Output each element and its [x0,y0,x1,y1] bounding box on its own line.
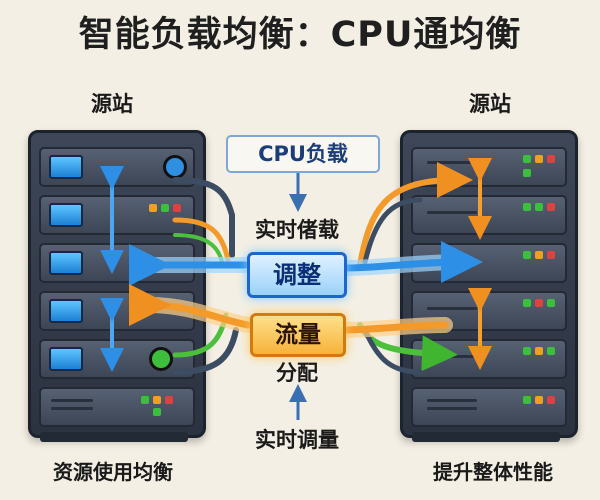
status-led-icon [523,396,531,404]
status-led-icon [153,396,161,404]
status-led-icon [161,204,169,212]
status-led-icon [149,204,157,212]
left-rack-label: 源站 [91,92,133,116]
cpu-load-box: CPU负载 [226,135,380,173]
status-led-icon [523,251,531,259]
realtime-load-label: 实时偖载 [255,218,339,242]
right-server-unit-6 [411,387,567,427]
status-led-icon [535,203,543,211]
status-led-icon [523,203,531,211]
distribution-label: 分配 [276,361,318,385]
status-led-icon [547,155,555,163]
vent-icon [427,211,477,214]
status-led-icon [153,408,161,416]
realtime-adjust-label: 实时调量 [255,428,339,452]
bottom-right-caption: 提升整体性能 [433,460,553,484]
status-led-icon [535,396,543,404]
status-led-icon [523,169,531,177]
screen-icon [49,203,83,227]
fan-knob-icon [163,155,187,179]
status-led-icon [173,204,181,212]
screen-icon [49,347,83,371]
screen-icon [49,299,83,323]
adjust-box: 调整 [247,252,347,298]
vent-icon [427,399,477,402]
vent-icon [51,407,93,410]
status-led-icon [547,203,555,211]
left-server-unit-6 [39,387,195,427]
status-led-icon [547,347,555,355]
orange-traffic-flow [128,283,453,338]
status-led-icon [547,396,555,404]
status-led-icon [523,347,531,355]
status-led-icon [165,396,173,404]
right-rack-base [412,432,560,442]
screen-icon [49,155,83,179]
status-led-icon [547,299,555,307]
vent-icon [51,399,93,402]
vent-icon [427,407,477,410]
page-title: 智能负载均衡：CPU通均衡 [78,15,522,55]
status-led-icon [141,396,149,404]
status-led-icon [523,299,531,307]
blue-adjust-flow [129,241,483,286]
fan-knob-icon [149,347,173,371]
screen-icon [49,251,83,275]
status-led-icon [535,155,543,163]
bottom-left-caption: 资源使用均衡 [53,460,173,484]
left-cables [172,177,239,375]
right-cables [357,162,473,375]
vent-icon [427,307,477,310]
right-rack-label: 源站 [469,92,511,116]
left-rack-base [40,432,188,442]
traffic-box: 流量 [250,313,346,357]
status-led-icon [547,251,555,259]
status-led-icon [523,155,531,163]
status-led-icon [535,299,543,307]
status-led-icon [535,347,543,355]
status-led-icon [535,251,543,259]
